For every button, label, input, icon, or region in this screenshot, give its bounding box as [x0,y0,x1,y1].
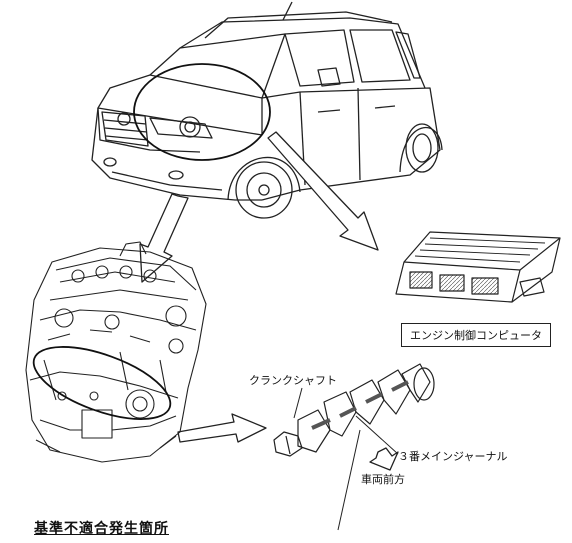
arrow-to-ecu [267,131,379,251]
suv-drawing [91,1,443,219]
ecu-drawing [395,231,561,303]
ecu-label: エンジン制御コンピュータ [401,323,551,347]
crankshaft-label: クランクシャフト [249,374,337,387]
arrow-to-engine [139,193,189,283]
defect-location-title: 基準不適合発生箇所 [34,521,169,537]
engine-drawing [25,241,207,463]
crankcase-highlight [32,346,172,420]
vehicle-front-label: 車両前方 [361,473,405,486]
journal-label: ３番メインジャーナル [398,450,508,463]
journal-leader-line [355,415,399,455]
crankshaft-drawing [273,363,435,457]
arrow-to-crankshaft [177,413,267,443]
arrow-vehicle-front [369,447,399,471]
crankshaft-leader-line [293,387,303,419]
defect-leader-line [337,429,361,531]
engine-bay-highlight [133,63,271,161]
